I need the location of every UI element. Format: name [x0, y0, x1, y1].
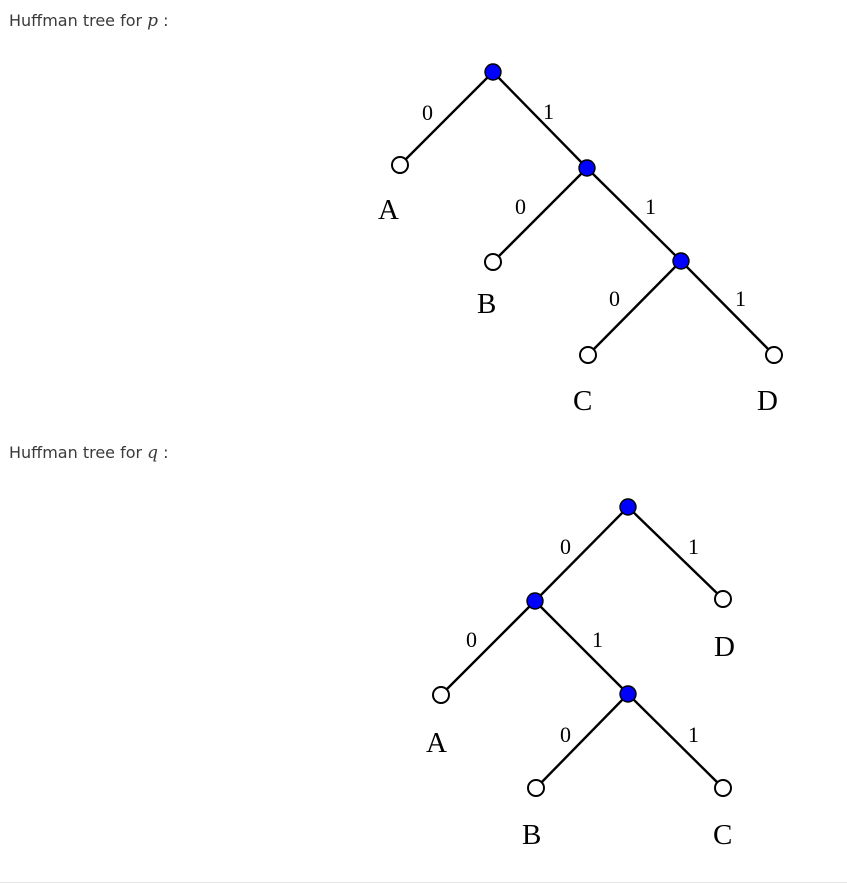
tree-q-leaf-label-d: D — [714, 631, 735, 663]
tree-q-variable: q — [147, 443, 159, 463]
tree-q-edge-label: 1 — [688, 534, 699, 559]
tree-q-root-node — [619, 498, 637, 516]
tree-q-heading-suffix: : — [158, 443, 169, 462]
tree-q-edge-root-n1 — [533, 505, 630, 603]
tree-p-root-node — [484, 63, 502, 81]
tree-p-leaf-label-d: D — [757, 385, 778, 417]
tree-p-edge-n2-c — [586, 259, 683, 357]
tree-q-edge-label: 1 — [592, 627, 603, 652]
tree-p-leaf-labels: A B C D — [378, 194, 778, 417]
tree-p-edge-n1-b — [491, 166, 589, 264]
tree-p-edge-n1-n2 — [585, 166, 683, 263]
tree-p-leaf-label-c: C — [573, 385, 592, 417]
tree-p-internal-node-2 — [672, 252, 690, 270]
tree-p-heading-suffix: : — [158, 11, 169, 30]
tree-q-edge-label: 0 — [466, 627, 477, 652]
tree-q-leaf-node-d — [714, 590, 732, 608]
tree-q-nodes — [432, 498, 732, 797]
tree-p-internal-node-1 — [578, 159, 596, 177]
tree-q-leaf-labels: D A B C — [426, 631, 735, 851]
tree-p-edge-root-a — [398, 70, 495, 167]
tree-q-leaf-label-c: C — [713, 819, 732, 851]
tree-q-heading: Huffman tree for q : — [9, 443, 169, 463]
tree-p-edge-root-n1 — [491, 70, 589, 170]
tree-q-edge-n1-n2 — [533, 599, 630, 696]
tree-q-edge-n2-b — [534, 692, 630, 790]
huffman-tree-p: 0 1 0 1 0 1 A B C D — [378, 63, 783, 417]
tree-q-heading-prefix: Huffman tree for — [9, 443, 148, 462]
tree-p-nodes — [391, 63, 783, 364]
tree-q-edge-label: 0 — [560, 722, 571, 747]
tree-q-edge-label: 1 — [688, 722, 699, 747]
tree-q-leaf-node-c — [714, 779, 732, 797]
tree-q-leaf-label-b: B — [522, 819, 541, 851]
tree-p-leaf-label-b: B — [477, 288, 496, 320]
tree-q-edge-n1-a — [439, 599, 537, 697]
tree-q-internal-node-1 — [526, 592, 544, 610]
tree-q-edge-n2-c — [626, 692, 725, 790]
tree-p-edge-labels: 0 1 0 1 0 1 — [422, 99, 746, 311]
tree-p-edge-n2-d — [679, 259, 776, 357]
tree-q-edges — [439, 505, 725, 790]
tree-p-edge-label: 0 — [422, 100, 433, 125]
tree-p-leaf-node-b — [484, 253, 502, 271]
tree-p-edge-label: 0 — [515, 194, 526, 219]
tree-p-variable: p — [147, 11, 159, 31]
tree-p-edge-label: 1 — [735, 286, 746, 311]
tree-q-leaf-node-a — [432, 686, 450, 704]
tree-q-edge-root-d — [626, 505, 725, 601]
tree-p-edge-label: 0 — [609, 286, 620, 311]
tree-q-leaf-node-b — [527, 779, 545, 797]
tree-p-edges — [398, 70, 776, 357]
tree-q-internal-node-2 — [619, 685, 637, 703]
tree-p-leaf-node-a — [391, 156, 409, 174]
tree-q-leaf-label-a: A — [426, 727, 447, 759]
tree-q-edge-labels: 0 1 0 1 0 1 — [466, 534, 699, 747]
tree-p-edge-label: 1 — [645, 194, 656, 219]
tree-p-leaf-label-a: A — [378, 194, 399, 226]
tree-p-heading: Huffman tree for p : — [9, 11, 169, 31]
tree-p-leaf-node-d — [765, 346, 783, 364]
tree-p-leaf-node-c — [579, 346, 597, 364]
tree-p-heading-prefix: Huffman tree for — [9, 11, 148, 30]
tree-q-edge-label: 0 — [560, 534, 571, 559]
tree-p-edge-label: 1 — [543, 99, 554, 124]
